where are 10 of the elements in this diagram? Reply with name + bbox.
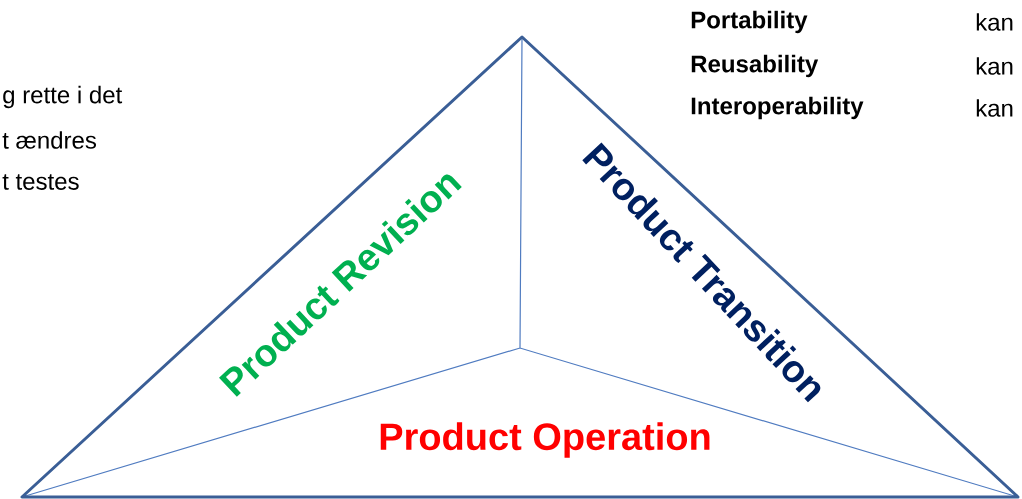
description-text: kan [976, 13, 1013, 31]
face-label: Product Operation [380, 422, 710, 458]
note-text: g rette i det [3, 85, 123, 109]
description-text: kan [976, 99, 1013, 117]
description-text: kan [976, 57, 1013, 75]
quality-term: Portability [691, 10, 808, 34]
quality-term: Reusability [691, 54, 819, 78]
quality-term: Interoperability [691, 96, 864, 120]
note-text: t testes [2, 174, 79, 190]
note-text: t ændres [2, 131, 96, 149]
